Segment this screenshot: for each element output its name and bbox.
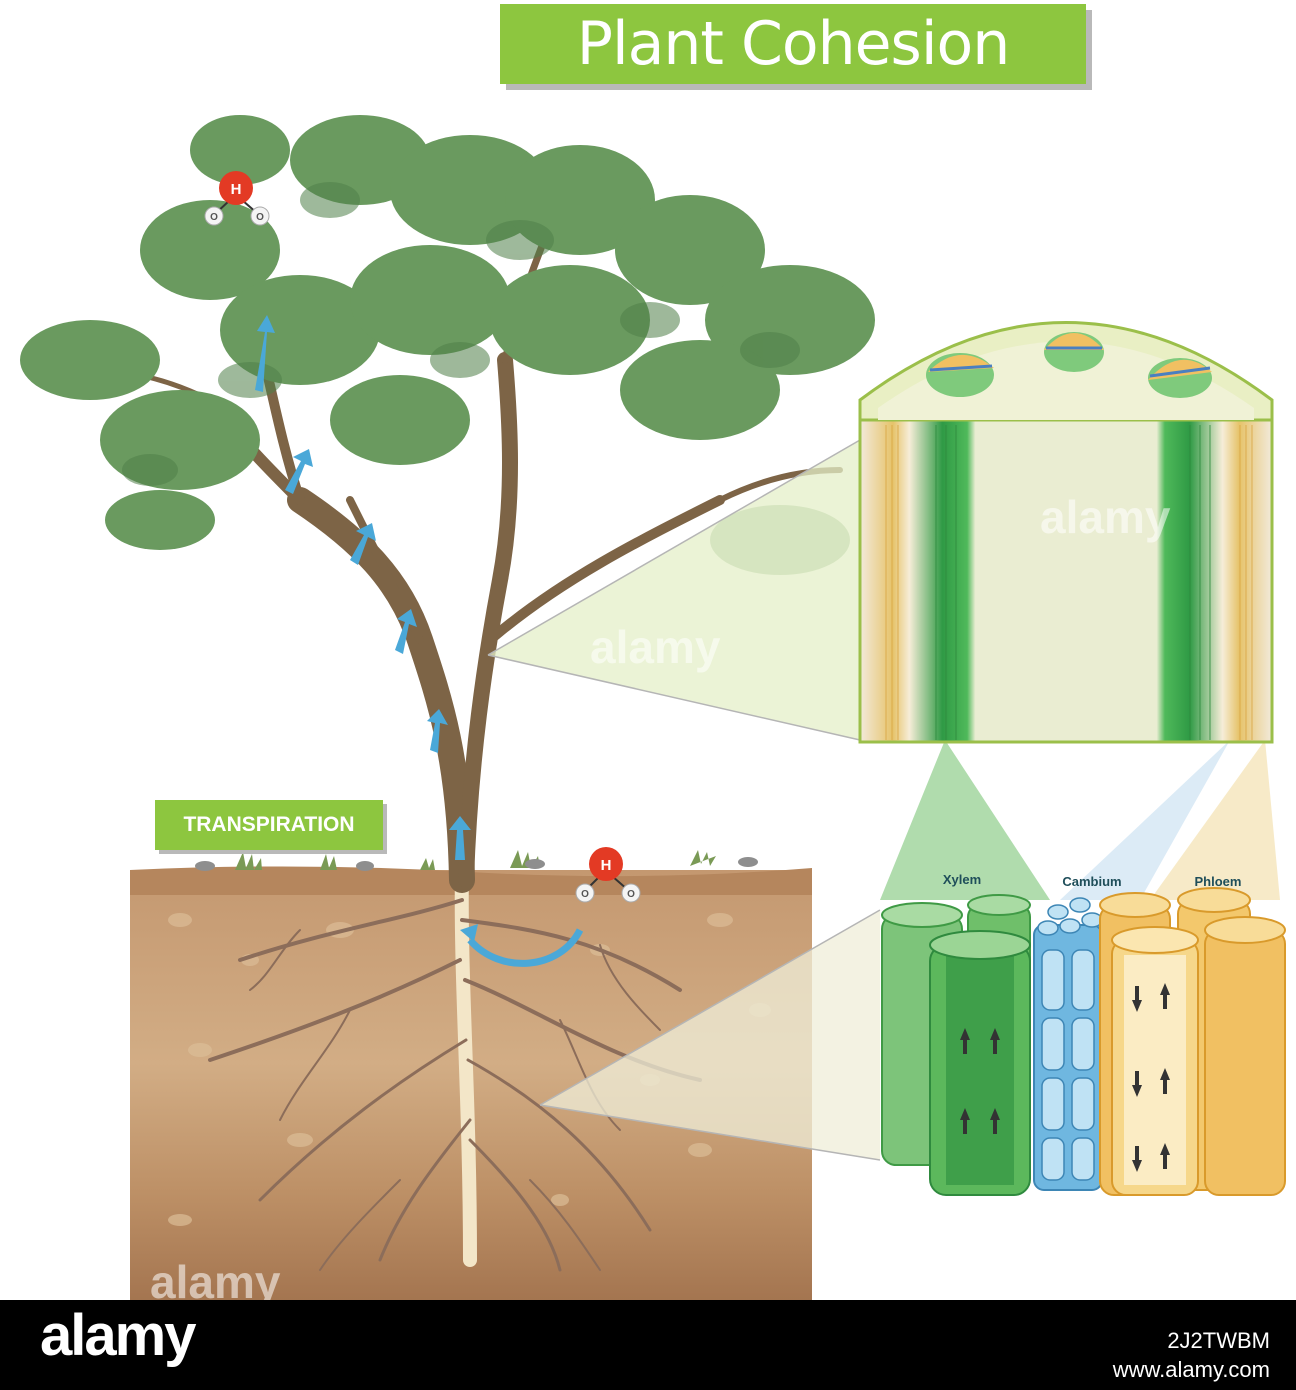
cambium-tissue — [1033, 897, 1103, 1191]
title-banner: Plant Cohesion — [500, 4, 1086, 84]
image-id: 2J2TWBM — [1167, 1328, 1270, 1353]
oxygen-label-right: O — [256, 212, 264, 223]
watermark-url: www.alamy.com — [1112, 1357, 1270, 1382]
alamy-logo: alamy — [40, 1303, 196, 1368]
water-molecule-top: H O O — [204, 171, 270, 226]
transpiration-label: TRANSPIRATION — [183, 813, 355, 836]
page-title: Plant Cohesion — [576, 9, 1010, 79]
watermark-overlay: alamy — [590, 621, 721, 673]
xylem-label: Xylem — [943, 872, 981, 887]
xylem-tissue — [881, 894, 1031, 1196]
zoom-cone-phloem — [1150, 740, 1280, 900]
root-system — [208, 863, 702, 1272]
oxygen-label-left: O — [581, 889, 589, 900]
watermark-footer — [0, 1300, 1296, 1390]
phloem-label: Phloem — [1195, 874, 1242, 889]
phloem-tissue — [1099, 887, 1286, 1196]
water-molecule-soil: H O O — [575, 847, 641, 903]
oxygen-label-right: O — [627, 889, 635, 900]
zoom-cone-cambium — [1060, 740, 1230, 900]
cambium-label: Cambium — [1062, 874, 1121, 889]
stem-cross-section — [858, 321, 1274, 744]
watermark-overlay: alamy — [1040, 491, 1171, 543]
water-flow-arrows — [255, 315, 471, 860]
zoom-cone-root — [539, 909, 881, 1161]
hydrogen-label: H — [601, 857, 612, 874]
zoom-cone-stem — [487, 439, 861, 741]
zoom-cone-xylem — [880, 740, 1050, 900]
hydrogen-label: H — [231, 181, 242, 198]
transpiration-banner: TRANSPIRATION — [155, 800, 383, 850]
oxygen-label-left: O — [210, 212, 218, 223]
root-uptake-arrow — [467, 928, 584, 967]
watermark-overlay: alamy — [150, 1256, 281, 1308]
plant-diagram: H O O H O O — [20, 115, 1286, 1300]
